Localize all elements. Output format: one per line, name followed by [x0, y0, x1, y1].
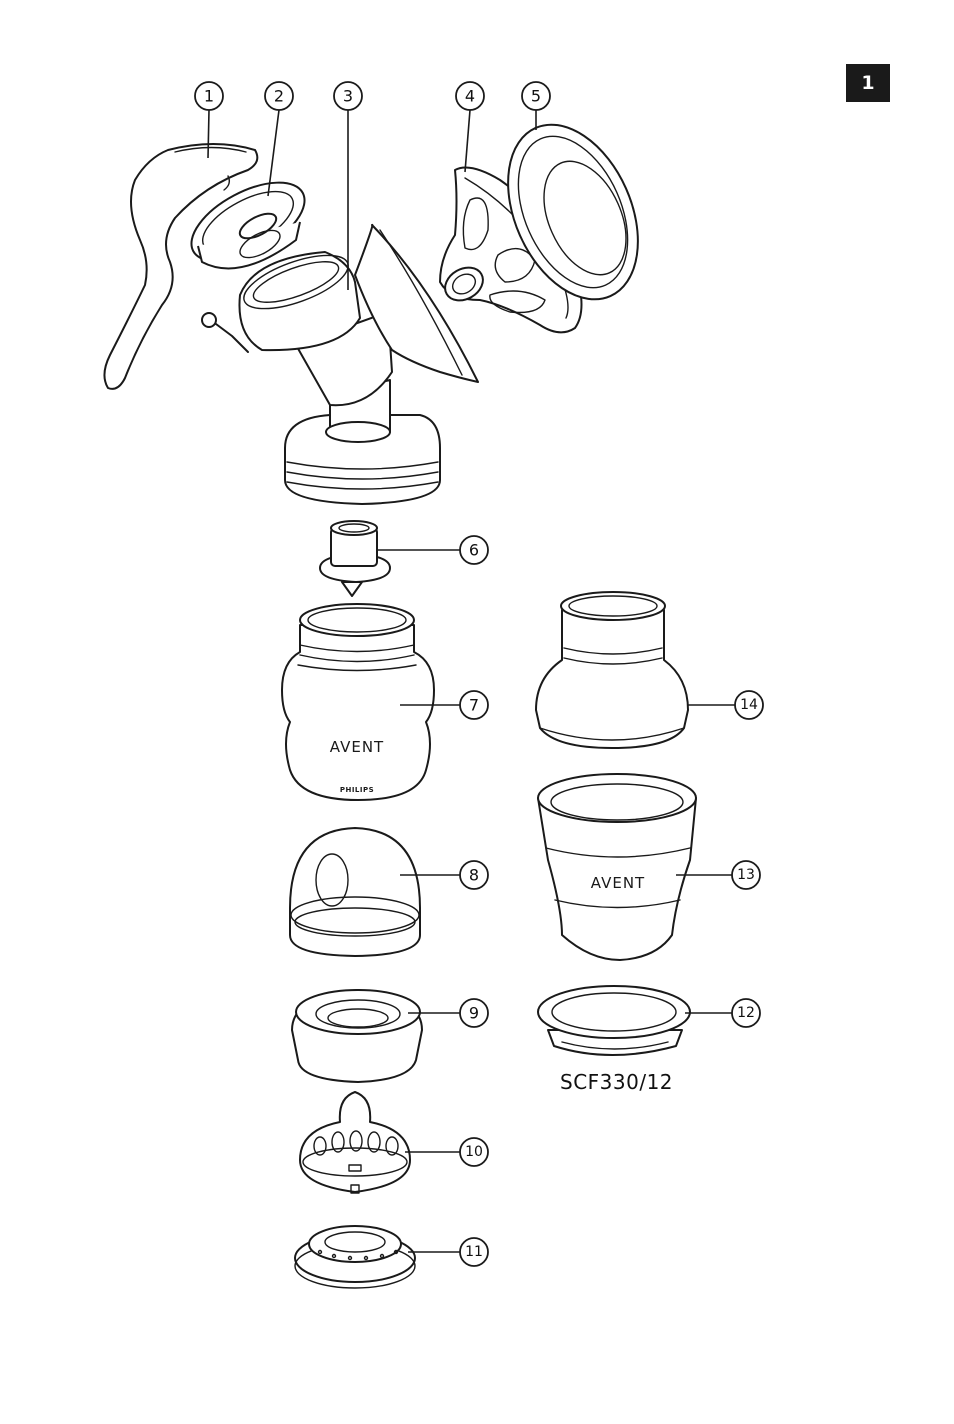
- callout-13: 13: [731, 860, 761, 890]
- callout-label-7: 7: [469, 696, 479, 715]
- callout-4: 4: [455, 81, 485, 111]
- callout-label-4: 4: [465, 87, 475, 106]
- valve-illustration: [319, 520, 391, 597]
- bottle-maker-label: PHILIPS: [340, 786, 374, 794]
- callout-label-13: 13: [737, 867, 755, 883]
- callout-label-10: 10: [465, 1144, 483, 1160]
- callout-label-14: 14: [740, 697, 758, 713]
- callout-label-9: 9: [469, 1004, 479, 1023]
- callout-2: 2: [264, 81, 294, 111]
- callout-5: 5: [521, 81, 551, 111]
- callout-label-5: 5: [531, 87, 541, 106]
- callout-10: 10: [459, 1137, 489, 1167]
- callout-label-2: 2: [274, 87, 284, 106]
- bottle-illustration: AVENT PHILIPS: [281, 603, 435, 801]
- callout-label-12: 12: [737, 1005, 755, 1021]
- callout-6: 6: [459, 535, 489, 565]
- callout-label-3: 3: [343, 87, 353, 106]
- container-brand-label: AVENT: [591, 874, 645, 892]
- pump-body-illustration: [238, 223, 479, 505]
- callout-7: 7: [459, 690, 489, 720]
- callout-12: 12: [731, 998, 761, 1028]
- storage-cup-illustration: AVENT: [537, 773, 697, 961]
- callout-3: 3: [333, 81, 363, 111]
- callout-11: 11: [459, 1237, 489, 1267]
- callout-label-8: 8: [469, 866, 479, 885]
- dome-cap-illustration: [289, 827, 421, 957]
- callout-9: 9: [459, 998, 489, 1028]
- page-number-badge: 1: [846, 64, 890, 102]
- callout-leaders: [207, 109, 735, 1253]
- callout-1: 1: [194, 81, 224, 111]
- callout-label-6: 6: [469, 541, 479, 560]
- sealing-disc-illustration: [294, 1225, 416, 1289]
- screw-ring-illustration: [291, 989, 423, 1083]
- storage-lid-illustration: [537, 985, 691, 1056]
- callout-label-1: 1: [204, 87, 214, 106]
- adapter-illustration: [535, 591, 689, 749]
- pump-handle-illustration: [103, 143, 259, 390]
- callout-label-11: 11: [465, 1244, 483, 1260]
- teat-illustration: [299, 1091, 411, 1194]
- callout-8: 8: [459, 860, 489, 890]
- callout-14: 14: [734, 690, 764, 720]
- model-code-label: SCF330/12: [560, 1070, 674, 1094]
- diaphragm-illustration: [190, 181, 306, 270]
- bottle-brand-label: AVENT: [330, 738, 384, 756]
